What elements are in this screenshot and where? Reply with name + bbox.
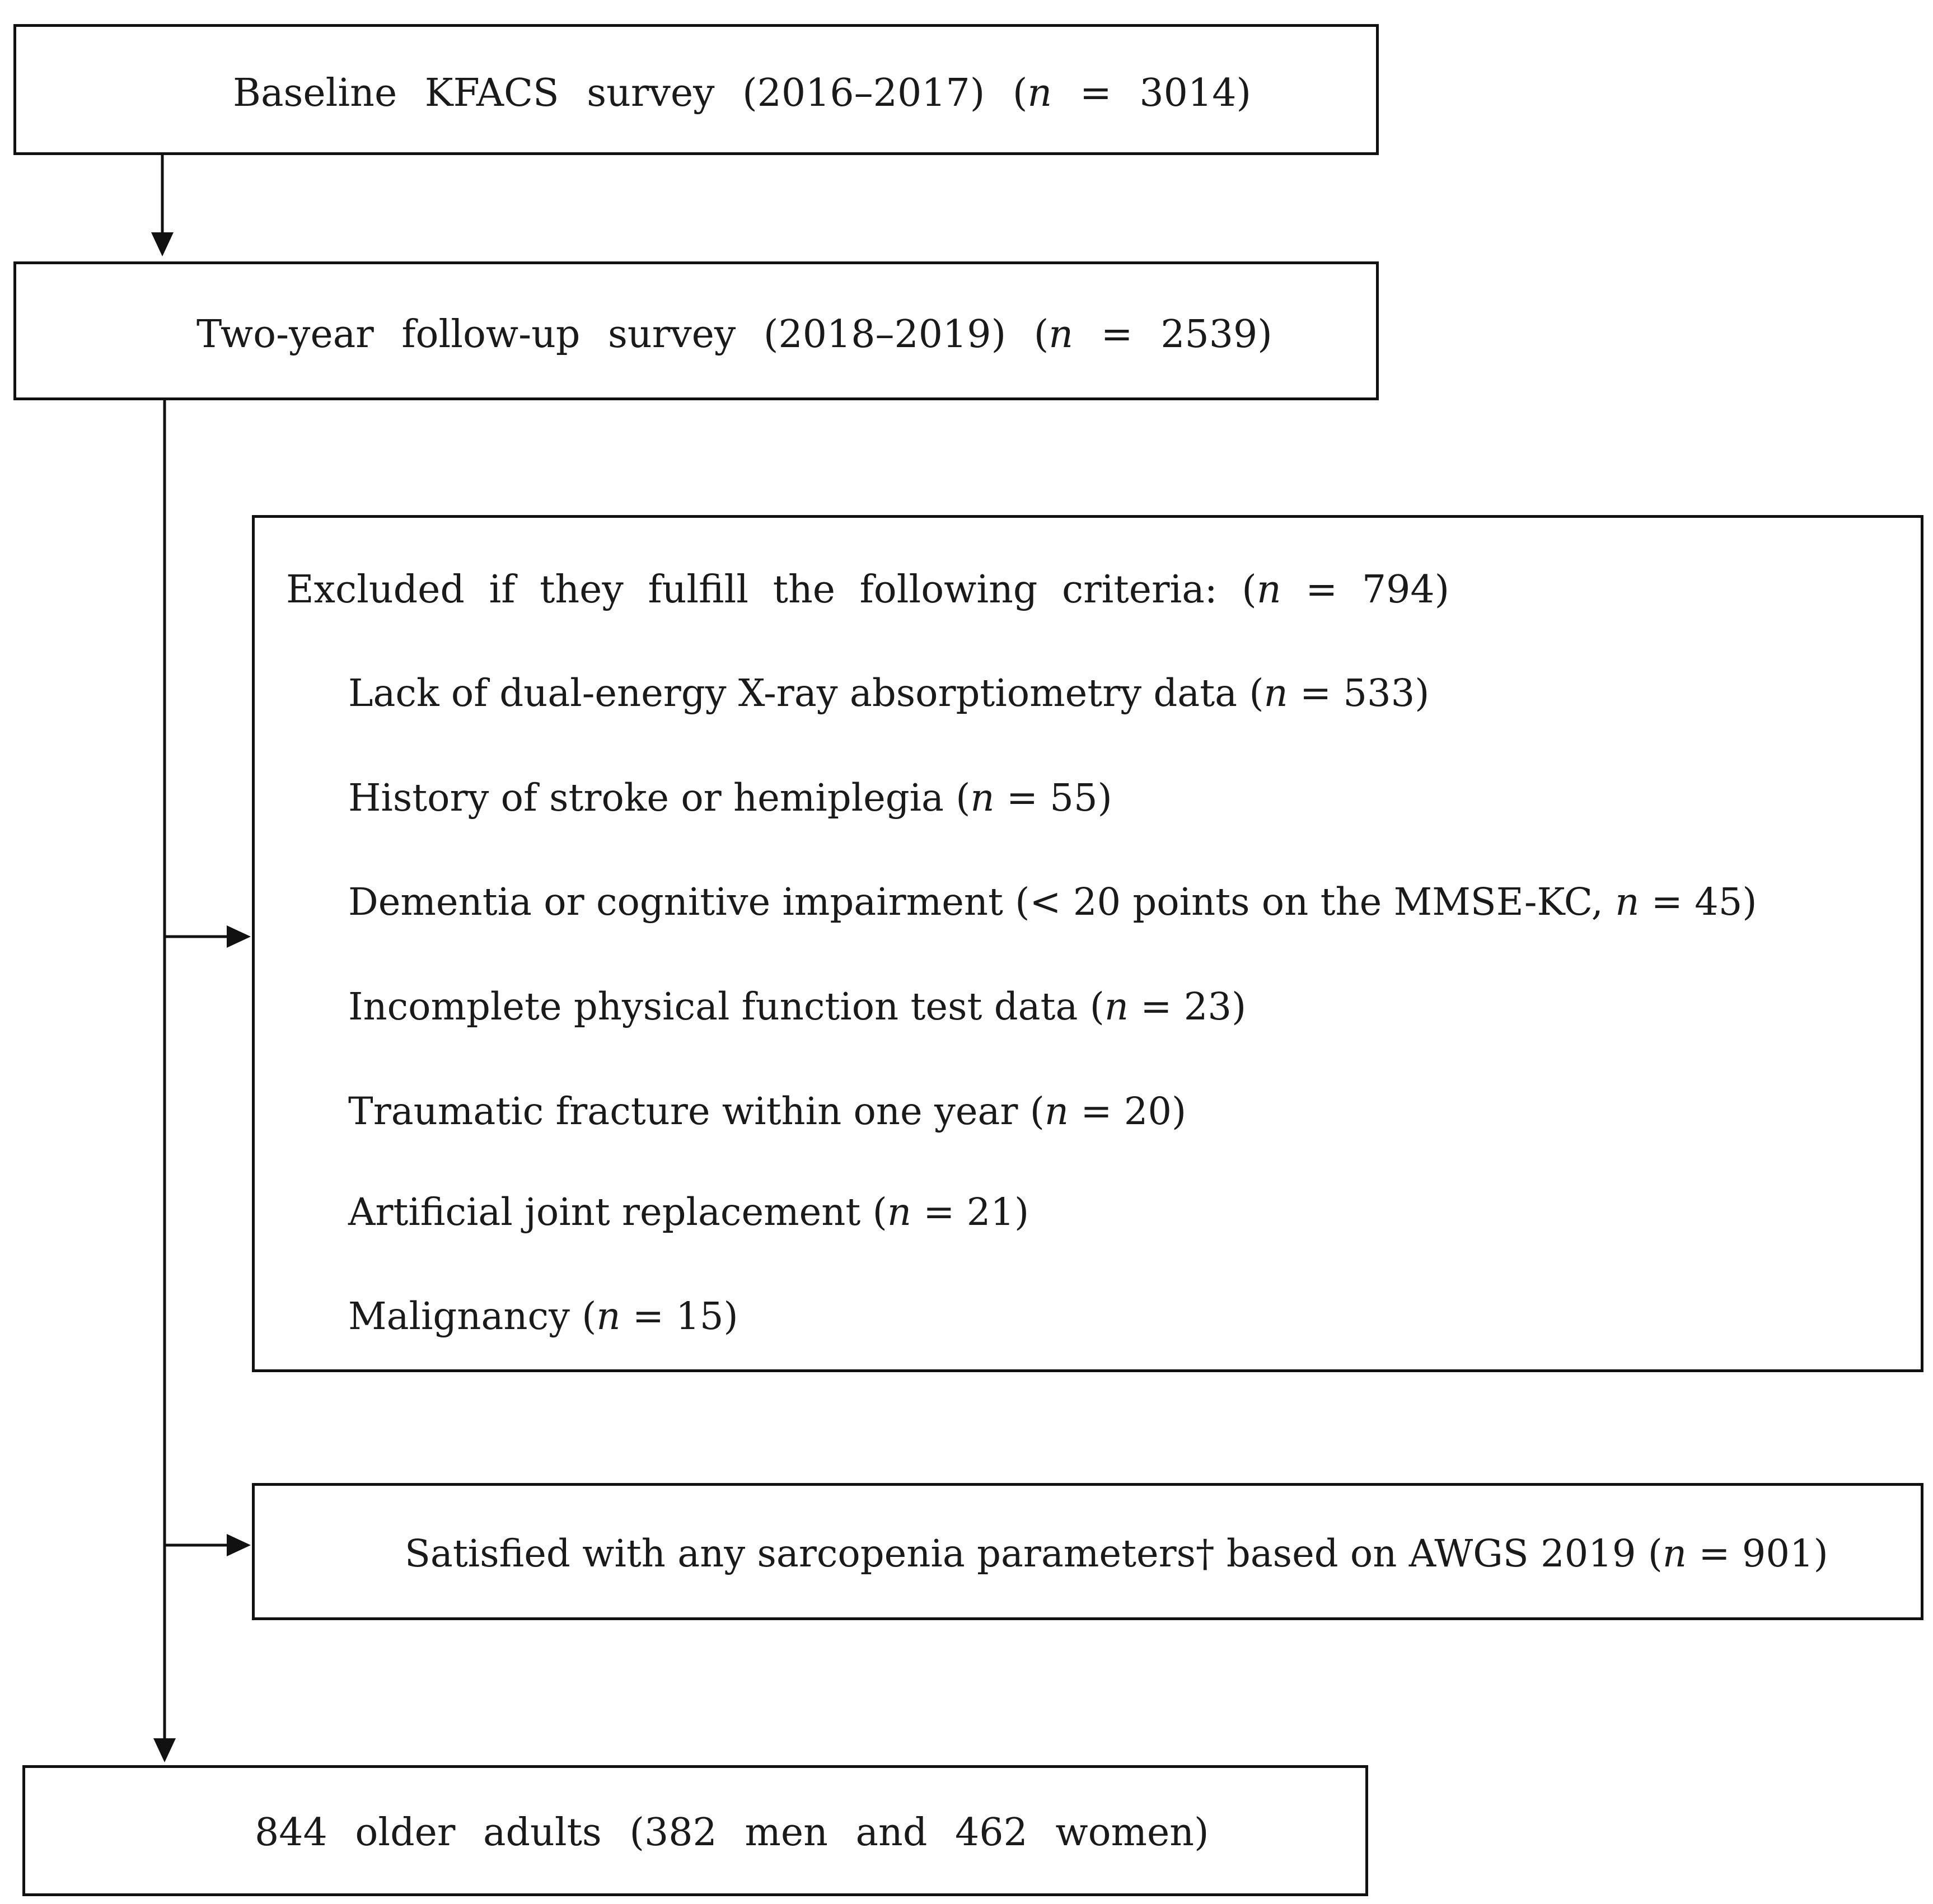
exclusion-header: Excluded if they fulfill the following c… — [286, 568, 1450, 612]
final-sample-box: 844 older adults (382 men and 462 women) — [22, 1765, 1368, 1896]
exclusion-criteria-box: Excluded if they fulfill the following c… — [252, 515, 1923, 1372]
exclusion-item-dxa: Lack of dual-energy X-ray absorptiometry… — [348, 671, 1430, 715]
sarcopenia-parameters-text: Satisfied with any sarcopenia parameters… — [405, 1532, 1828, 1575]
exclusion-item-malignancy: Malignancy (n = 15) — [348, 1294, 738, 1338]
followup-survey-text: Two-year follow-up survey (2018–2019) (n… — [196, 312, 1272, 357]
exclusion-item-stroke: History of stroke or hemiplegia (n = 55) — [348, 776, 1112, 820]
baseline-survey-text: Baseline KFACS survey (2016–2017) (n = 3… — [233, 71, 1251, 115]
arrowhead-followup — [151, 232, 174, 256]
arrowhead-sarcopenia — [227, 1534, 251, 1556]
baseline-survey-box: Baseline KFACS survey (2016–2017) (n = 3… — [13, 24, 1379, 155]
exclusion-item-dementia: Dementia or cognitive impairment (< 20 p… — [348, 880, 1757, 924]
arrowhead-final — [153, 1738, 176, 1762]
sarcopenia-parameters-box: Satisfied with any sarcopenia parameters… — [252, 1483, 1923, 1620]
final-sample-text: 844 older adults (382 men and 462 women) — [255, 1811, 1209, 1855]
arrowhead-exclusion — [227, 925, 251, 948]
exclusion-item-joint-replacement: Artificial joint replacement (n = 21) — [348, 1190, 1029, 1234]
exclusion-item-fracture: Traumatic fracture within one year (n = … — [348, 1089, 1187, 1133]
followup-survey-box: Two-year follow-up survey (2018–2019) (n… — [13, 261, 1379, 400]
exclusion-item-physical-test: Incomplete physical function test data (… — [348, 985, 1247, 1028]
